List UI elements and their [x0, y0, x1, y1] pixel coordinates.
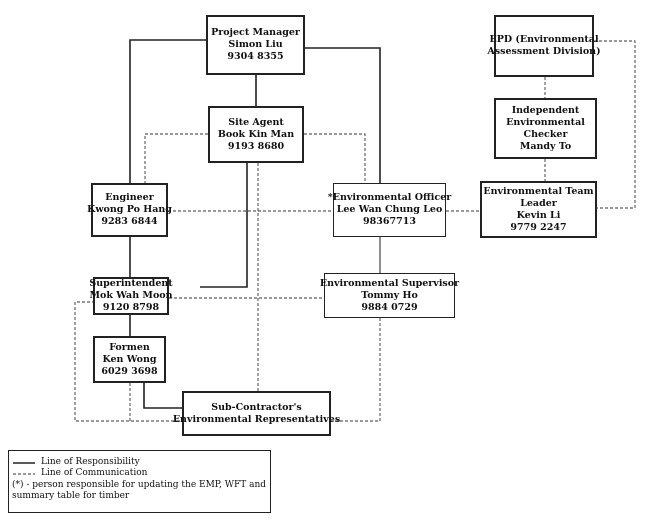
subcontractor-subtitle: Environmental Representatives [172, 413, 341, 425]
comm-superintendent-to-subcontractor [74, 301, 182, 422]
engineer-name: Kwong Po Hang [87, 204, 172, 215]
comm-env-supervisor-to-subcontractor [331, 318, 381, 422]
comm-site-agent-to-engineer [144, 133, 208, 183]
et-leader-title-2: Leader [520, 197, 557, 209]
iec-line-3: Checker [523, 128, 568, 140]
formen-name: Ken Wong [102, 353, 157, 365]
environmental-officer-box: *Environmental Officer Lee Wan Chung Leo… [328, 183, 451, 237]
legend-solid-line-sample [13, 462, 35, 464]
environmental-supervisor-box: Environmental Supervisor Tommy Ho 9884 0… [320, 273, 459, 318]
site-agent-name: Book Kin Man [217, 128, 295, 140]
environmental-officer-title: *Environmental Officer [327, 192, 452, 203]
line-site-agent-to-superintendent [200, 163, 248, 288]
et-leader-name: Kevin Li [516, 209, 561, 221]
project-manager-box: Project Manager Simon Liu 9304 8355 [206, 15, 305, 75]
environmental-officer-phone: 98367713 [363, 216, 416, 227]
engineer-phone: 9283 6844 [101, 216, 158, 227]
engineer-box: Engineer Kwong Po Hang 9283 6844 [87, 183, 172, 237]
comm-epd-to-et-leader [594, 40, 636, 209]
line-pm-to-env-officer [305, 47, 381, 183]
legend-dashed-line-sample [13, 473, 35, 475]
environmental-supervisor-title: Environmental Supervisor [319, 277, 460, 289]
site-agent-phone: 9193 8680 [227, 140, 285, 152]
project-manager-title: Project Manager [211, 27, 300, 38]
et-leader-title: Environmental Team [483, 185, 594, 197]
comm-site-agent-to-env-officer [304, 133, 366, 183]
iec-line-1: Independent [511, 104, 580, 116]
superintendent-title: Superintendent [89, 278, 173, 289]
epd-title: EPD (Environmental [489, 34, 599, 45]
project-manager-phone: 9304 8355 [227, 51, 284, 62]
subcontractor-box: Sub-Contractor's Environmental Represent… [173, 391, 340, 436]
superintendent-name: Mok Wah Moon [89, 290, 173, 301]
epd-box: EPD (Environmental Assessment Division) [487, 15, 601, 77]
legend-note-line-1: (*) - person responsible for updating th… [12, 480, 267, 490]
et-leader-phone: 9779 2247 [510, 221, 567, 233]
legend-communication-label: Line of Communication [41, 468, 148, 478]
et-leader-box: Environmental Team Leader Kevin Li 9779 … [480, 181, 597, 238]
site-agent-box: Site Agent Book Kin Man 9193 8680 [208, 106, 304, 163]
superintendent-box: Superintendent Mok Wah Moon 9120 8798 [89, 277, 173, 315]
project-manager-name: Simon Liu [228, 39, 283, 50]
legend-note-line-2: summary table for timber [12, 491, 130, 501]
iec-line-2: Environmental [506, 116, 585, 128]
epd-subtitle: Assessment Division) [487, 46, 601, 57]
iec-name: Mandy To [519, 140, 572, 152]
legend-responsibility-label: Line of Responsibility [41, 457, 140, 467]
formen-title: Formen [109, 341, 150, 353]
superintendent-phone: 9120 8798 [102, 302, 160, 313]
line-pm-to-engineer [129, 39, 206, 183]
legend-box: Line of Responsibility Line of Communica… [8, 450, 271, 513]
iec-box: Independent Environmental Checker Mandy … [494, 98, 597, 159]
line-formen-to-subcontractor [143, 383, 182, 409]
environmental-supervisor-name: Tommy Ho [361, 289, 418, 301]
site-agent-title: Site Agent [228, 116, 284, 128]
formen-phone: 6029 3698 [101, 365, 158, 377]
environmental-officer-name: Lee Wan Chung Leo [336, 204, 443, 215]
engineer-title: Engineer [105, 192, 154, 203]
subcontractor-title: Sub-Contractor's [211, 401, 302, 413]
formen-box: Formen Ken Wong 6029 3698 [93, 336, 166, 383]
environmental-supervisor-phone: 9884 0729 [361, 301, 418, 313]
